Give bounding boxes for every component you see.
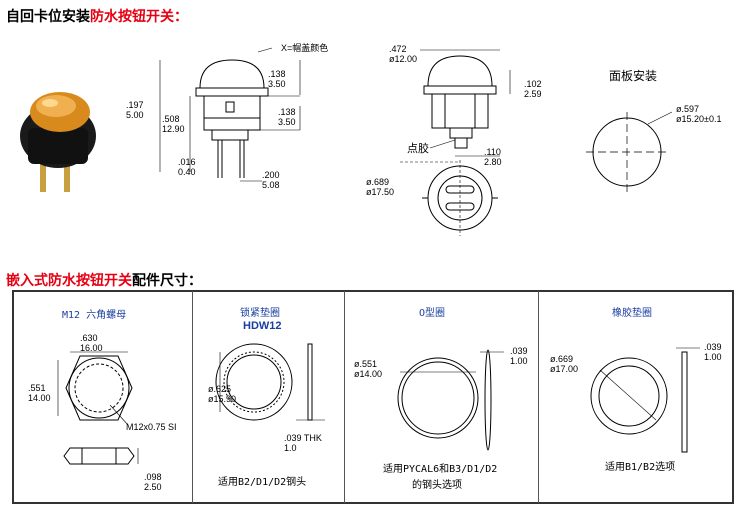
o-ring-note-line2: 的钢头选项 <box>412 480 462 491</box>
lock-washer-dim-dia: ø.625 ø15.90 <box>208 384 237 404</box>
hex-nut-dim-inner: .551 14.00 <box>28 383 51 403</box>
accessories-frame <box>12 290 734 504</box>
panel-divider-1 <box>192 291 193 503</box>
product-photo <box>20 92 96 192</box>
lock-washer-title: 锁紧垫圈 <box>240 308 280 319</box>
section2-heading-black: 配件尺寸： <box>132 273 202 289</box>
lock-washer-model: HDW12 <box>243 320 282 332</box>
o-ring-note-line1: 适用PYCAL6和B3/D1/D2 <box>383 464 498 475</box>
side-dim-pin: .016 0.40 <box>178 157 196 177</box>
o-ring-dim-dia: ø.551 ø14.00 <box>354 359 383 379</box>
hex-nut-drawing <box>57 351 139 465</box>
hex-nut-thread: M12x0.75 SI <box>126 422 177 432</box>
hex-nut-dim-thickness: .098 2.50 <box>144 472 162 492</box>
panel-cutout-drawing <box>586 111 673 192</box>
front-view-drawing <box>400 49 511 236</box>
panel-divider-3 <box>538 291 539 503</box>
panel-cutout-title: 面板安装 <box>609 69 658 83</box>
o-ring-dim-thk: .039 1.00 <box>510 346 528 366</box>
rubber-gasket-note: 适用B1/B2选项 <box>605 462 676 473</box>
cap-color-note: X=帽盖颜色 <box>281 43 329 53</box>
lock-washer-drawing <box>215 343 325 421</box>
side-dim-flange: .138 3.50 <box>278 107 296 127</box>
front-dim-stem: .110 2.80 <box>484 147 502 167</box>
glue-label: 点胶 <box>407 142 429 155</box>
section1-heading-black: 自回卡位安装 <box>6 9 90 25</box>
lock-washer-note: 适用B2/D1/D2钢头 <box>218 477 307 488</box>
side-view-drawing <box>159 47 301 182</box>
section2-heading-red: 嵌入式防水按钮开关 <box>6 273 132 289</box>
rubber-gasket-drawing <box>590 347 700 453</box>
front-dim-cap-dia: .472 ø12.00 <box>389 44 418 64</box>
rubber-gasket-dim-thk: .039 1.00 <box>704 342 722 362</box>
side-dim-pitch: .200 5.08 <box>262 170 280 190</box>
panel-divider-2 <box>344 291 345 503</box>
o-ring-title: O型圈 <box>419 308 446 319</box>
side-dim-body: .508 12.90 <box>162 114 185 134</box>
side-dim-height: .197 5.00 <box>126 100 144 120</box>
hex-nut-title: M12 六角螺母 <box>62 310 127 321</box>
o-ring-drawing <box>397 349 504 451</box>
front-dim-cap-height: .102 2.59 <box>524 79 542 99</box>
section1-heading: 自回卡位安装防水按钮开关： <box>6 6 188 26</box>
section2-heading: 嵌入式防水按钮开关配件尺寸： <box>6 270 202 290</box>
panel-cutout-dim: ø.597 ø15.20±0.1 <box>676 104 722 124</box>
rubber-gasket-dim-dia: ø.669 ø17.00 <box>550 354 579 374</box>
front-dim-body-dia: ø.689 ø17.50 <box>366 177 395 197</box>
hex-nut-dim-across-flats: .630 16.00 <box>80 333 103 353</box>
lock-washer-dim-thk: .039 THK 1.0 <box>284 433 322 453</box>
section1-heading-red: 防水按钮开关： <box>90 9 188 25</box>
side-dim-cap: .138 3.50 <box>268 69 286 89</box>
rubber-gasket-title: 橡胶垫圈 <box>612 308 652 319</box>
